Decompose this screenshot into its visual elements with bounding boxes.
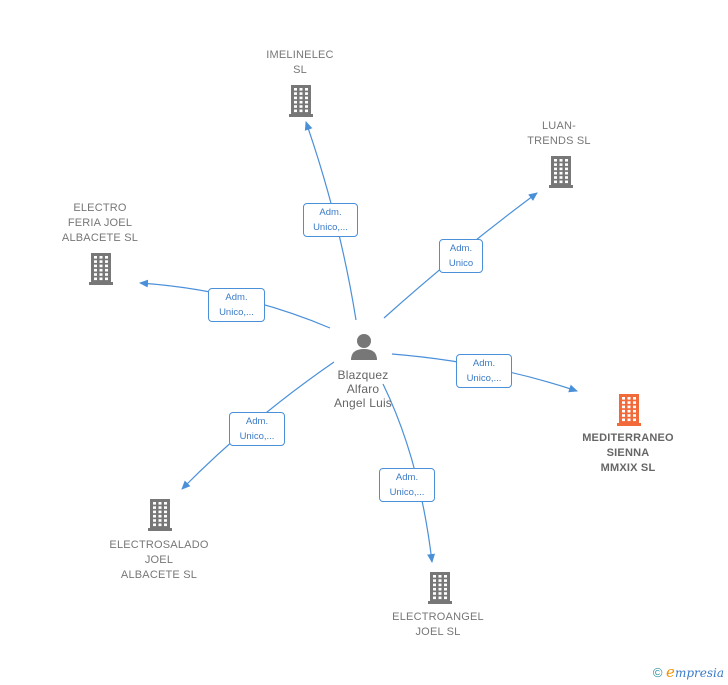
building-icon[interactable] xyxy=(289,85,313,117)
edge-electroangel xyxy=(382,383,436,563)
edge-label-mediterraneo[interactable]: Adm. Unico,... xyxy=(456,354,512,388)
edge-label-imelinelec[interactable]: Adm. Unico,... xyxy=(303,203,358,237)
edge-label-electroangel[interactable]: Adm. Unico,... xyxy=(379,468,435,502)
person-name[interactable]: Blazquez Alfaro Angel Luis xyxy=(333,368,393,410)
building-icon[interactable] xyxy=(148,499,172,531)
company-label-imelinelec[interactable]: IMELINELEC SL xyxy=(266,49,334,76)
company-label-electroangel[interactable]: ELECTROANGEL JOEL SL xyxy=(392,611,484,638)
edge-label-electro-feria[interactable]: Adm. Unico,... xyxy=(208,288,265,322)
building-icon[interactable] xyxy=(89,253,113,285)
person-icon[interactable] xyxy=(351,334,377,360)
building-icon[interactable] xyxy=(617,394,641,426)
company-label-electrosalado[interactable]: ELECTROSALADO JOEL ALBACETE SL xyxy=(109,539,209,581)
empresia-logo-e: e xyxy=(666,663,675,681)
edge-label-electrosalado[interactable]: Adm. Unico,... xyxy=(229,412,285,446)
building-icon[interactable] xyxy=(428,572,452,604)
building-icon[interactable] xyxy=(549,156,573,188)
copyright-symbol: © xyxy=(652,665,663,680)
copyright-footer: © empresia xyxy=(653,663,724,681)
company-label-electro-feria[interactable]: ELECTRO FERIA JOEL ALBACETE SL xyxy=(61,202,139,244)
empresia-logo-text: mpresia xyxy=(674,666,724,680)
company-label-mediterraneo[interactable]: MEDITERRANEO SIENNA MMXIX SL xyxy=(582,432,674,474)
edge-label-luan[interactable]: Adm. Unico xyxy=(439,239,483,273)
company-label-luan[interactable]: LUAN- TRENDS SL xyxy=(527,120,591,147)
